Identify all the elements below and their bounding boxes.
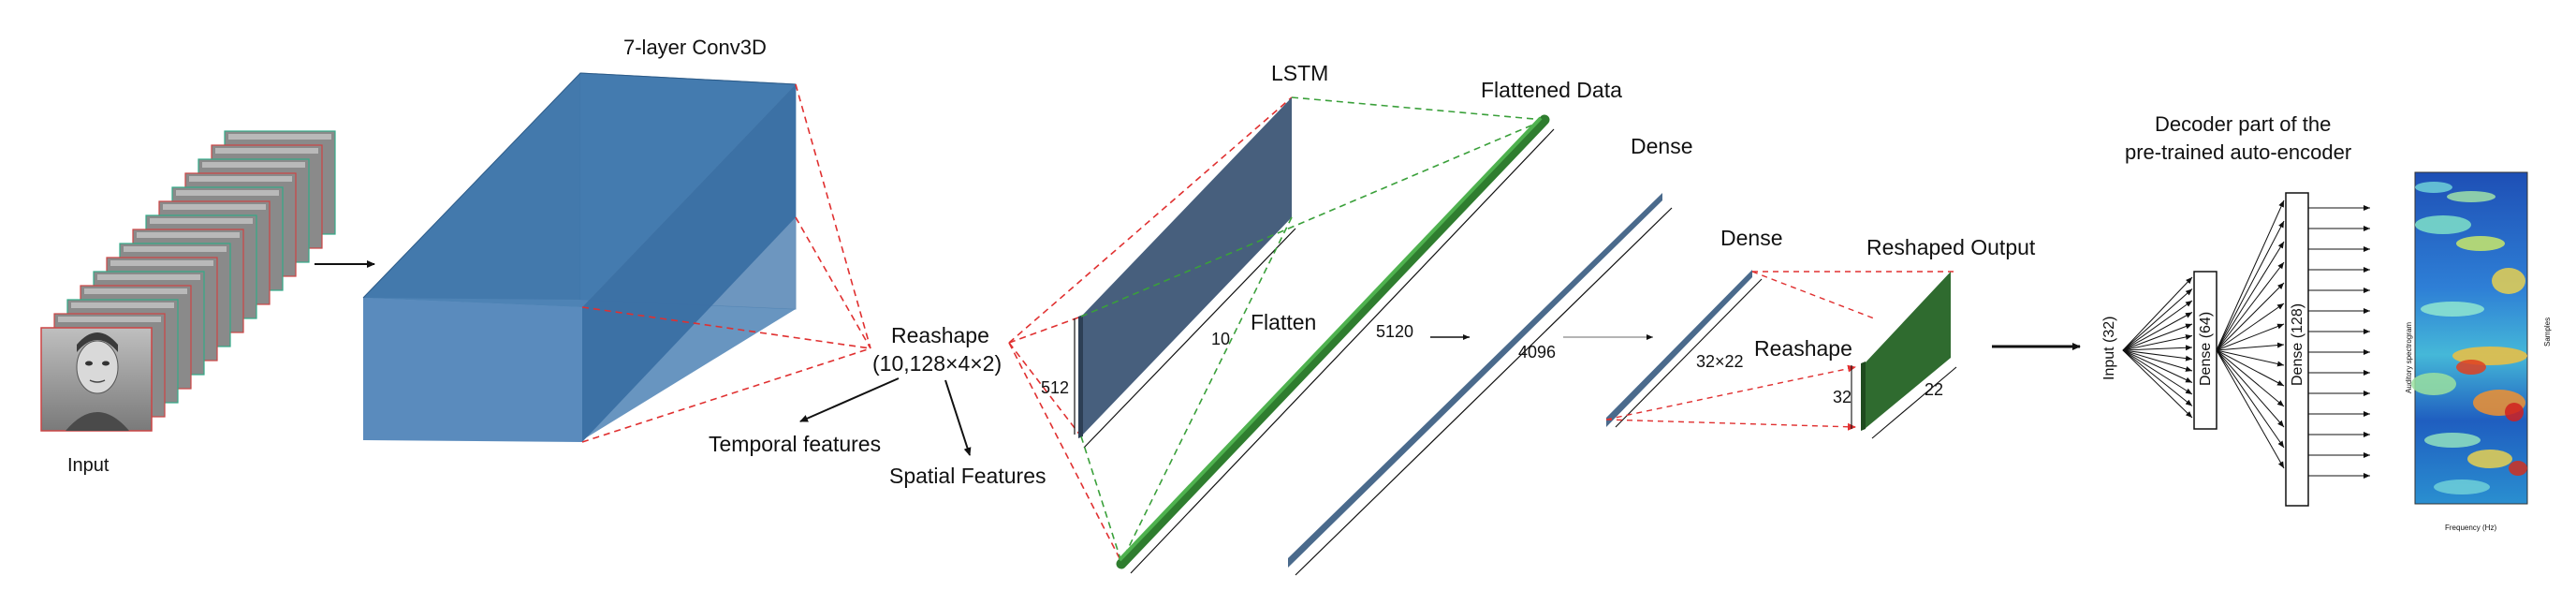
input-to-dense64-arrow (2122, 349, 2193, 395)
dense64-to-dense128-arrow (2216, 349, 2285, 428)
reshaped-output-block: Reshaped Output Reashape 32 22 (1754, 235, 2036, 439)
dense64-to-dense128-arrow (2216, 241, 2285, 351)
spectrogram-bottom-label: Frequency (Hz) (2445, 524, 2496, 532)
spectrogram-energy (2415, 215, 2471, 234)
dense64-to-dense128-arrow (2216, 282, 2285, 351)
spectrogram-energy (2411, 373, 2456, 395)
dense-32x22-bar: Dense 32×22 (1606, 226, 1782, 428)
flattened-data-label: Flattened Data (1481, 78, 1622, 102)
input-to-dense64-arrow (2122, 345, 2193, 351)
input-to-dense64-arrow (2122, 323, 2193, 351)
lstm-block: LSTM 512 10 (1041, 61, 1328, 449)
dense-label-1: Dense (1631, 134, 1692, 158)
spatial-features-label: Spatial Features (889, 464, 1046, 488)
input-to-dense64-arrow (2122, 349, 2193, 406)
temporal-features-label: Temporal features (709, 432, 881, 456)
spectrogram-energy (2509, 461, 2527, 476)
dense64-to-dense128-arrow (2216, 323, 2285, 351)
flatten-dim-5120: 5120 (1376, 322, 1413, 341)
decoder-block: Decoder part of the pre-trained auto-enc… (2101, 112, 2370, 507)
spectrogram-energy (2492, 268, 2525, 294)
input-to-dense64-arrow (2122, 349, 2193, 362)
spectrogram-energy (2424, 433, 2481, 448)
spectrogram-energy (2421, 302, 2484, 317)
spectrogram-energy (2447, 191, 2496, 202)
input-to-dense64-arrow (2122, 333, 2193, 351)
spectrogram-right-label: Samples (2543, 317, 2552, 347)
dense64-to-dense128-arrow (2216, 302, 2285, 351)
input-to-dense64-arrow (2122, 300, 2193, 351)
input-to-dense64-arrow (2122, 312, 2193, 351)
reshape-dim-32: 32 (1833, 388, 1852, 406)
spectrogram-energy (2467, 450, 2512, 468)
input-to-dense64-arrow (2122, 288, 2193, 351)
input-to-dense64-arrow (2122, 349, 2193, 383)
reshaped-output-label: Reshaped Output (1866, 235, 2036, 259)
dense-label-2: Dense (1720, 226, 1782, 250)
dense-dim-32x22: 32×22 (1696, 352, 1744, 371)
conv3d-label: 7-layer Conv3D (623, 36, 767, 59)
reshape-label: Reashape (1754, 336, 1852, 361)
spatial-arrow (944, 379, 972, 456)
temporal-arrow (799, 377, 900, 422)
reshape-dim-22: 22 (1925, 380, 1943, 399)
dense-64-layer (2193, 271, 2217, 430)
dense-128-label: Dense (128) (2290, 303, 2305, 386)
spectrogram-ylabel: Auditory spectrogram (2405, 322, 2413, 393)
lstm-to-flatten-projections (1080, 96, 1545, 563)
dense64-to-dense128-arrow (2216, 261, 2285, 351)
dense-128-layer (2285, 192, 2309, 507)
spectrogram-energy (2456, 236, 2505, 251)
lstm-dim-10: 10 (1211, 330, 1230, 348)
input-frame-stack: Input (40, 130, 336, 476)
dense64-to-dense128-arrow (2216, 349, 2285, 449)
reashape-label: Reashape (891, 323, 989, 347)
input-to-dense64-arrow (2122, 349, 2193, 419)
flatten-label: Flatten (1251, 310, 1316, 334)
dense-64-label: Dense (64) (2198, 312, 2214, 386)
auditory-spectrogram: Auditory spectrogram Samples Frequency (… (2405, 171, 2552, 532)
dense64-to-dense128-arrow (2216, 199, 2285, 351)
spectrogram-energy (2434, 480, 2490, 494)
input-to-dense64-arrow (2122, 349, 2193, 372)
decoder-title-line1: Decoder part of the (2155, 112, 2331, 136)
flattened-data-bar: Flattened Data Flatten 5120 (1116, 78, 1622, 574)
dense-dim-4096: 4096 (1518, 343, 1556, 362)
dense64-to-dense128-arrow (2216, 349, 2285, 469)
spectrogram-energy (2505, 403, 2524, 421)
dense64-to-dense128-arrow (2216, 342, 2285, 351)
face-frame (40, 327, 153, 432)
dense64-to-dense128-arrow (2216, 349, 2285, 367)
input-label: Input (67, 455, 110, 476)
dense64-to-dense128-arrow (2216, 349, 2285, 387)
lstm-projections (1008, 96, 1293, 563)
dense-4096-bar: Dense 4096 (1288, 134, 1692, 576)
spectrogram-energy (2415, 182, 2452, 193)
decoder-title-line2: pre-trained auto-encoder (2125, 140, 2351, 164)
conv-to-reashape-projections (581, 83, 871, 443)
input-32-label: Input (32) (2101, 317, 2117, 380)
conv3d-block: 7-layer Conv3D (362, 36, 797, 442)
reashape-node: Reashape (10,128×4×2) (872, 323, 1002, 376)
lstm-label: LSTM (1271, 61, 1328, 85)
dense64-to-dense128-arrow (2216, 349, 2285, 407)
spectrogram-energy (2456, 360, 2486, 375)
input-to-dense64-arrow (2122, 276, 2193, 351)
lstm-dim-512: 512 (1041, 378, 1069, 397)
reashape-shape: (10,128×4×2) (872, 351, 1002, 376)
dense64-to-dense128-arrow (2216, 220, 2285, 351)
dense-to-reshape-projections (1605, 271, 1956, 431)
